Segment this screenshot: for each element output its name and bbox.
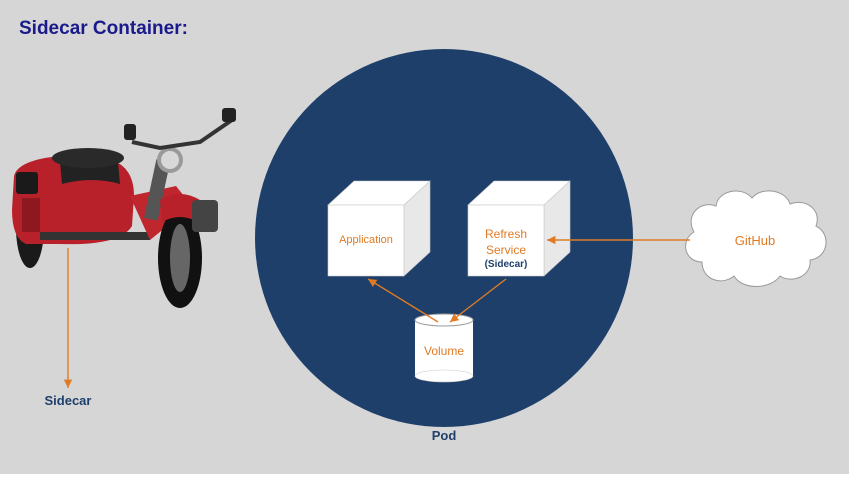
refresh-service-label: Refresh Service — [484, 227, 528, 257]
pod-circle — [255, 49, 633, 427]
pod-label: Pod — [431, 428, 457, 443]
application-node — [327, 180, 431, 277]
refresh-service-node — [467, 180, 571, 277]
volume-to-application-arrow — [367, 278, 439, 323]
slide: Sidecar Container: — [0, 0, 849, 474]
motorcycle-illustration — [12, 108, 236, 308]
github-label: GitHub — [734, 233, 776, 248]
volume-label: Volume — [423, 344, 465, 358]
sidecar-diagram — [12, 49, 827, 427]
application-label: Application — [339, 234, 393, 246]
refresh-to-volume-arrow — [449, 278, 507, 323]
cloud-icon — [685, 190, 827, 287]
slide-title: Sidecar Container: — [19, 18, 188, 39]
sidecar-label: Sidecar — [44, 393, 92, 408]
sidecar-tag-label: (Sidecar) — [484, 259, 528, 270]
